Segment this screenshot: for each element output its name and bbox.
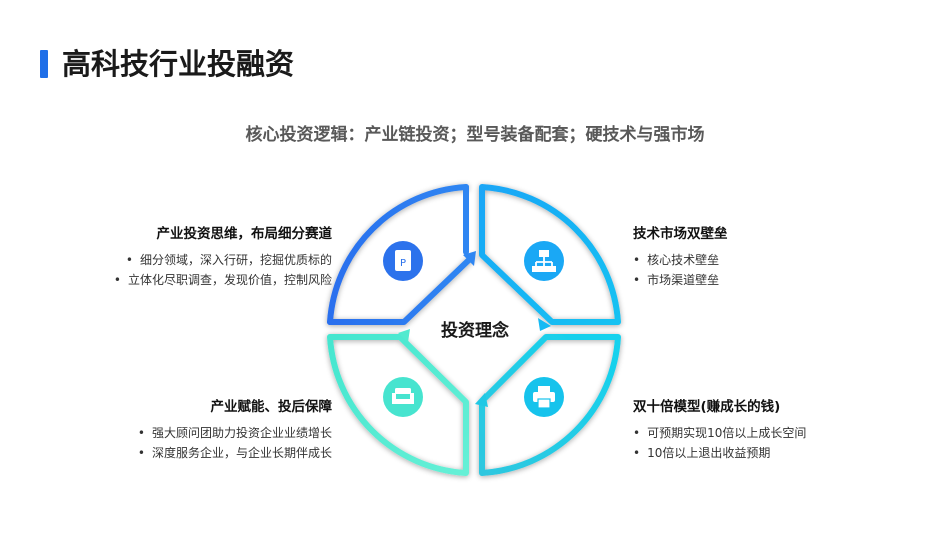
arrow-bottom-right — [475, 393, 488, 407]
quadrant-heading: 产业投资思维，布局细分赛道 — [156, 226, 333, 242]
segment-bottom-left — [327, 334, 469, 476]
quadrant-bottom-right: 双十倍模型(赚成长的钱) 可预期实现10倍以上成长空间 10倍以上退出收益预期 — [633, 397, 806, 463]
segment-top-right — [479, 184, 621, 325]
page-title: 高科技行业投融资 — [62, 47, 295, 81]
quadrant-heading: 产业赋能、投后保障 — [210, 399, 333, 415]
quadrant-bottom-left: 产业赋能、投后保障 强大顾问团助力投资企业业绩增长 深度服务企业，与企业长期伴成… — [138, 397, 332, 463]
bullet-item: 市场渠道壁垒 — [633, 270, 728, 290]
bullet-item: 立体化尽职调查，发现价值，控制风险 — [114, 270, 332, 290]
bullet-item: 10倍以上退出收益预期 — [633, 443, 806, 463]
arrow-top-left — [463, 251, 476, 266]
subtitle: 核心投资逻辑：产业链投资；型号装备配套；硬技术与强市场 — [245, 125, 705, 145]
arrow-top-right — [538, 318, 551, 331]
bullet-item: 深度服务企业，与企业长期伴成长 — [138, 443, 332, 463]
org-chart-icon — [524, 241, 564, 281]
bullet-item: 强大顾问团助力投资企业业绩增长 — [138, 423, 332, 443]
sofa-icon — [383, 377, 423, 417]
segment-bottom-right — [479, 334, 621, 476]
center-label: 投资理念 — [441, 321, 509, 341]
quadrant-top-right: 技术市场双壁垒 核心技术壁垒 市场渠道壁垒 — [633, 224, 728, 290]
arrow-bottom-left — [398, 329, 410, 342]
quadrant-top-left: 产业投资思维，布局细分赛道 细分领域，深入行研，挖掘优质标的 立体化尽职调查，发… — [114, 224, 332, 290]
quadrant-heading: 双十倍模型(赚成长的钱) — [633, 399, 781, 415]
title-accent-bar — [40, 50, 48, 78]
svg-text:P: P — [400, 258, 406, 269]
bullet-item: 可预期实现10倍以上成长空间 — [633, 423, 806, 443]
bullet-item: 核心技术壁垒 — [633, 250, 728, 270]
quadrant-heading: 技术市场双壁垒 — [633, 226, 728, 242]
document-icon: P — [383, 241, 423, 281]
printer-icon — [524, 377, 564, 417]
bullet-item: 细分领域，深入行研，挖掘优质标的 — [114, 250, 332, 270]
